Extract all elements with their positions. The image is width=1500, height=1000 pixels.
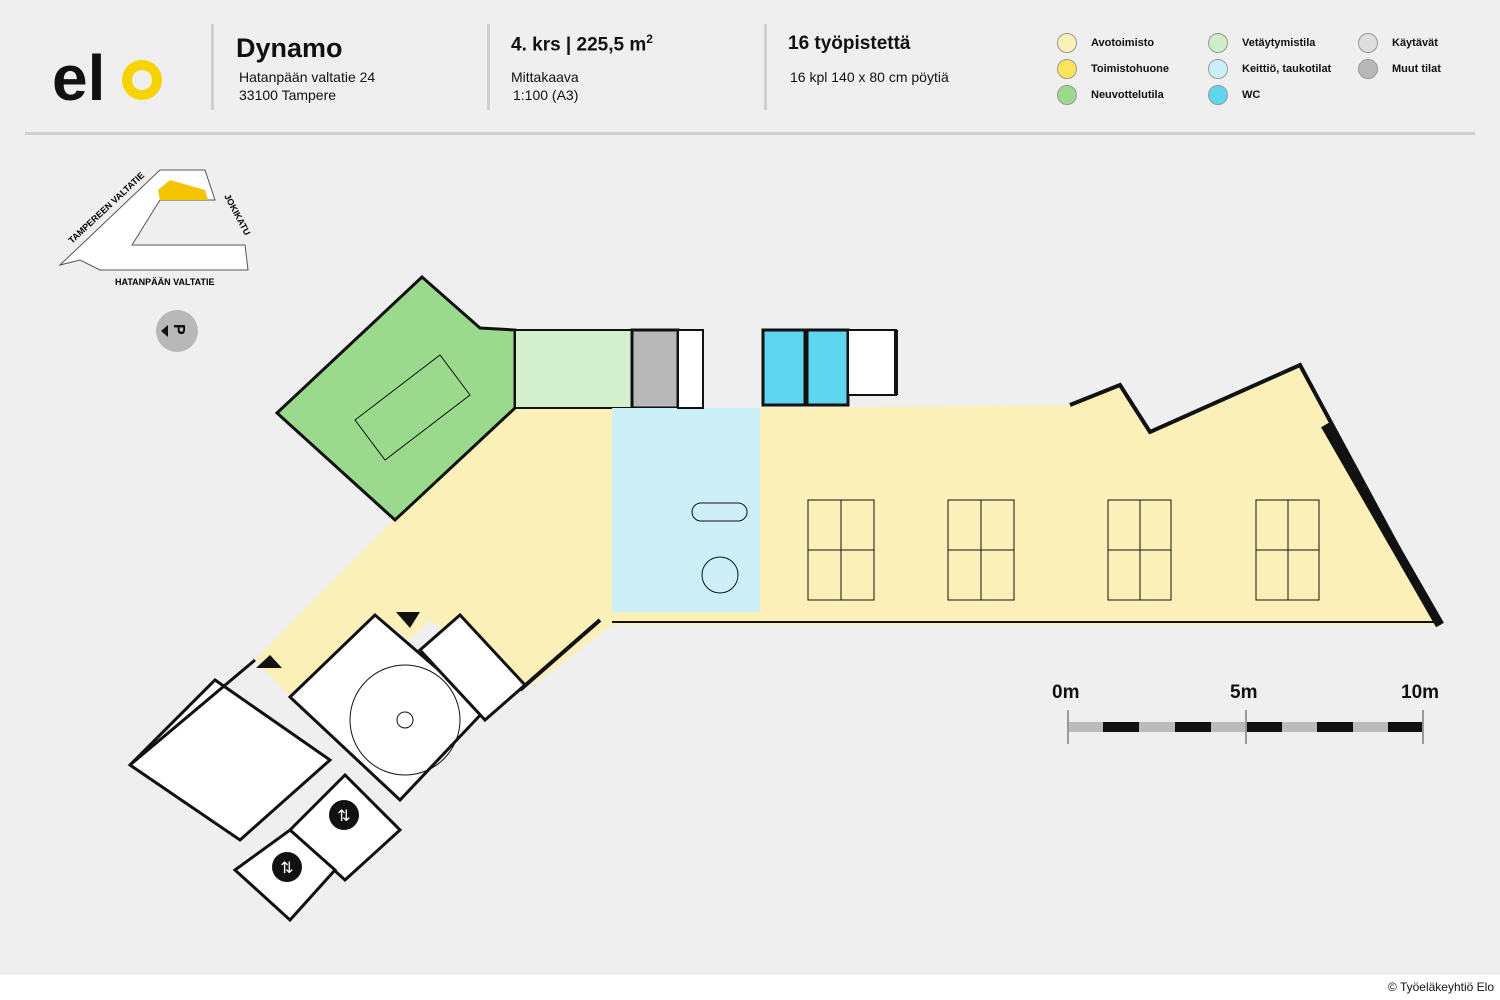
svg-text:P: P xyxy=(170,324,187,335)
legend-label: Käytävät xyxy=(1392,37,1438,49)
legend-item: Muut tilat xyxy=(1358,59,1441,79)
scale-label: Mittakaava xyxy=(511,69,579,85)
swatch-icon xyxy=(1057,33,1077,53)
legend-item: Vetäytymistila xyxy=(1208,33,1315,53)
legend-label: Keittiö, taukotilat xyxy=(1242,63,1332,75)
floor-area: 4. krs | 225,5 m2 xyxy=(511,32,653,56)
swatch-icon xyxy=(1358,33,1378,53)
floor-plan: ⇅ ⇅ xyxy=(127,274,1444,923)
retreat-room xyxy=(514,329,633,409)
legend-label: Avotoimisto xyxy=(1091,37,1155,49)
legend-item: Avotoimisto xyxy=(1057,33,1154,53)
entrance-arrow-icon xyxy=(256,655,282,668)
scale-label-10: 10m xyxy=(1401,682,1440,703)
address-line2: 33100 Tampere xyxy=(239,87,337,103)
elo-logo: el xyxy=(52,38,167,114)
swatch-icon xyxy=(1057,59,1077,79)
legend-item: Toimistohuone xyxy=(1057,59,1169,79)
svg-text:⇅: ⇅ xyxy=(337,808,350,825)
swatch-icon xyxy=(1208,33,1228,53)
copyright: © Työeläkeyhtiö Elo xyxy=(1387,980,1494,994)
legend-item: Keittiö, taukotilat xyxy=(1208,59,1331,79)
floor-area-text: 4. krs | 225,5 m xyxy=(511,34,647,56)
legend-label: Muut tilat xyxy=(1392,63,1441,75)
legend-label: Toimistohuone xyxy=(1091,63,1170,75)
street-label: HATANPÄÄN VALTATIE xyxy=(115,277,215,287)
legend-item: Käytävät xyxy=(1358,33,1438,53)
entrance-arrow-icon xyxy=(396,612,420,628)
elevator-icon: ⇅ xyxy=(329,800,359,830)
legend-label: WC xyxy=(1242,89,1261,101)
swatch-icon xyxy=(1208,59,1228,79)
legend-item: WC xyxy=(1208,85,1260,105)
swatch-icon xyxy=(1208,85,1228,105)
svg-text:⇅: ⇅ xyxy=(280,860,293,877)
desk-info: 16 kpl 140 x 80 cm pöytiä xyxy=(790,69,949,85)
building-name: Dynamo xyxy=(236,33,343,63)
elevator-icon: ⇅ xyxy=(272,852,302,882)
kitchen-tables xyxy=(691,502,748,594)
scale-label-0: 0m xyxy=(1052,682,1080,703)
building-highlight xyxy=(158,180,208,200)
swatch-icon xyxy=(1057,85,1077,105)
swatch-icon xyxy=(1358,59,1378,79)
legend-label: Neuvottelutila xyxy=(1091,89,1164,101)
locator-map: TAMPEREEN VALTATIE JOKIKATU HATANPÄÄN VA… xyxy=(58,169,252,352)
wc-1 xyxy=(761,328,807,407)
workstations: 16 työpistettä xyxy=(788,33,911,54)
area-superscript: 2 xyxy=(646,32,653,46)
scale-bar xyxy=(1067,710,1424,744)
storage-room xyxy=(630,328,680,410)
legend-item: Neuvottelutila xyxy=(1057,85,1164,105)
desk-cluster xyxy=(807,499,1320,601)
entrance-lobby xyxy=(127,678,333,842)
address-line1: Hatanpään valtatie 24 xyxy=(239,69,376,85)
svg-text:el: el xyxy=(52,42,105,104)
scale-value: 1:100 (A3) xyxy=(513,87,579,103)
scale-label-5: 5m xyxy=(1230,682,1258,703)
legend-label: Vetäytymistila xyxy=(1242,37,1316,49)
parking-icon: P xyxy=(156,310,198,352)
wc-2 xyxy=(805,328,850,407)
kitchen-area xyxy=(612,408,760,612)
